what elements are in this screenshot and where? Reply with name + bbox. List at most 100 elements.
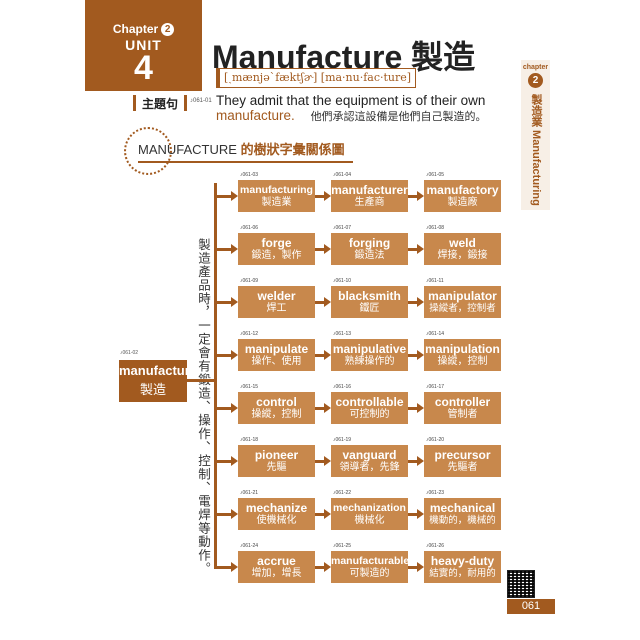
arrow-right-icon — [324, 350, 331, 360]
tree-connector — [315, 354, 325, 357]
audio-track-code: ♪061-16 — [333, 384, 352, 390]
sentence-english: They admit that the equipment is of thei… — [216, 93, 486, 108]
word-english: mechanical — [429, 501, 496, 515]
unit-label: UNIT — [125, 37, 162, 53]
vertical-description: 製造產品時，一定會有鍛造、操作、控制、電焊等動作。 — [196, 238, 210, 576]
root-word-zh: 製造 — [139, 382, 166, 397]
tree-branch — [214, 195, 232, 198]
arrow-right-icon — [417, 509, 424, 519]
word-chinese: 鐵匠 — [359, 303, 380, 314]
chapter-number: 2 — [161, 23, 175, 36]
audio-track-code: ♪061-04 — [333, 172, 352, 178]
arrow-right-icon — [231, 191, 238, 201]
side-chapter-number: 2 — [528, 73, 543, 88]
arrow-right-icon — [417, 456, 424, 466]
tree-connector — [187, 379, 214, 382]
tree-connector — [315, 513, 325, 516]
word-chinese: 先驅 — [266, 462, 287, 473]
arrow-right-icon — [324, 403, 331, 413]
word-english: forge — [261, 236, 292, 250]
word-english: precursor — [434, 448, 491, 462]
audio-track-code: ♪061-03 — [240, 172, 259, 178]
root-audio-code: ♪061-02 — [120, 350, 139, 356]
word-english: vanguard — [342, 448, 397, 462]
page-number: 061 — [507, 599, 555, 614]
chapter-side-tab: chapter 2 製造業 Manufacturing — [521, 60, 550, 210]
diagram-title-en: MANUFACTURE — [138, 142, 237, 157]
audio-track-code: ♪061-19 — [333, 437, 352, 443]
audio-track-code: ♪061-17 — [426, 384, 445, 390]
arrow-right-icon — [231, 244, 238, 254]
audio-track-code: ♪061-01 — [190, 98, 212, 104]
word-chinese: 可控制的 — [349, 409, 390, 420]
arrow-right-icon — [324, 244, 331, 254]
word-chinese: 生產商 — [354, 197, 385, 208]
word-chinese: 結實的，耐用的 — [429, 568, 496, 579]
page-title: Manufacture 製造 — [212, 39, 476, 75]
word-english: manipulative — [332, 342, 407, 356]
tree-branch — [214, 248, 232, 251]
arrow-right-icon — [324, 562, 331, 572]
word-chinese: 操作、使用 — [251, 356, 302, 367]
word-english: accrue — [257, 554, 296, 568]
tree-branch — [214, 301, 232, 304]
arrow-right-icon — [417, 297, 424, 307]
audio-track-code: ♪061-05 — [426, 172, 445, 178]
word-english: weld — [449, 236, 476, 250]
arrow-right-icon — [324, 456, 331, 466]
word-chinese: 操縱，控制 — [251, 409, 302, 420]
dotted-circle-ornament — [124, 127, 172, 175]
audio-track-code: ♪061-10 — [333, 278, 352, 284]
tree-connector — [408, 195, 418, 198]
tree-connector — [315, 407, 325, 410]
word-chinese: 機動的，機械的 — [429, 515, 496, 526]
tree-connector — [408, 513, 418, 516]
word-chinese: 鍛造法 — [354, 250, 385, 261]
arrow-right-icon — [231, 403, 238, 413]
word-english: manipulator — [428, 289, 497, 303]
arrow-right-icon — [231, 456, 238, 466]
arrow-right-icon — [231, 350, 238, 360]
word-chinese: 領導者，先鋒 — [339, 462, 400, 473]
word-chinese: 焊接，鍛接 — [437, 250, 488, 261]
audio-track-code: ♪061-26 — [426, 543, 445, 549]
arrow-right-icon — [324, 297, 331, 307]
qr-code[interactable] — [507, 570, 535, 598]
tree-connector — [408, 566, 418, 569]
tree-connector — [408, 460, 418, 463]
word-english: heavy-duty — [430, 554, 495, 568]
word-chinese: 製造廠 — [447, 197, 478, 208]
arrow-right-icon — [231, 297, 238, 307]
word-chinese: 操縱者，控制者 — [429, 303, 496, 314]
root-word-en: manufacture — [119, 363, 198, 378]
word-chinese: 管制者 — [447, 409, 478, 420]
word-english: controller — [434, 395, 491, 409]
word-english: forging — [348, 236, 391, 250]
arrow-right-icon — [417, 403, 424, 413]
phonetic: [ˏmænjəˋfæktʃɚ] [ma·nu·fac·ture] — [216, 68, 417, 88]
audio-track-code: ♪061-22 — [333, 490, 352, 496]
arrow-right-icon — [417, 562, 424, 572]
topic-label: 主題句 — [142, 97, 179, 111]
tree-connector — [408, 248, 418, 251]
word-english: manipulation — [425, 342, 500, 356]
arrow-right-icon — [324, 191, 331, 201]
word-chinese: 熟練操作的 — [344, 356, 395, 367]
tree-connector — [408, 301, 418, 304]
side-tab-text: 製造業 Manufacturing — [530, 94, 542, 206]
audio-track-code: ♪061-14 — [426, 331, 445, 337]
word-chinese: 製造業 — [261, 197, 292, 208]
word-english: manufacturing — [240, 184, 313, 196]
